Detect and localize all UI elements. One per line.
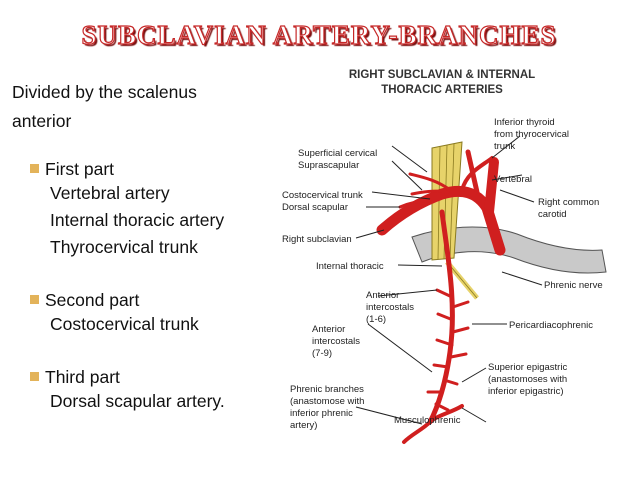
figure-title-line1: RIGHT SUBCLAVIAN & INTERNAL <box>349 69 535 81</box>
part-label: First part <box>45 159 115 179</box>
part-label: Second part <box>45 290 140 310</box>
part-label: Third part <box>45 367 120 387</box>
label-right-common-carotid: Right common <box>538 197 599 208</box>
svg-text:trunk: trunk <box>494 141 515 152</box>
svg-text:inferior epigastric): inferior epigastric) <box>488 386 564 397</box>
label-costocervical: Costocervical trunk <box>282 190 363 201</box>
label-superior-epigastric: Superior epigastric <box>488 362 567 373</box>
branch-item: Internal thoracic artery <box>50 210 225 230</box>
part-third: Third part Dorsal scapular artery. <box>30 366 225 415</box>
branch-item: Vertebral artery <box>50 183 170 203</box>
label-dorsal-scapular: Dorsal scapular <box>282 202 348 213</box>
svg-text:from thyrocervical: from thyrocervical <box>494 129 569 140</box>
label-suprascapular: Suprascapular <box>298 160 359 171</box>
label-phrenic-nerve: Phrenic nerve <box>544 280 603 291</box>
svg-text:(anastomoses with: (anastomoses with <box>488 374 567 385</box>
label-phrenic-branches: Phrenic branches <box>290 384 364 395</box>
bullet-icon <box>30 372 39 381</box>
label-superficial-cervical: Superficial cervical <box>298 148 377 159</box>
branch-item: Thyrocervical trunk <box>50 237 198 257</box>
superior-epigastric-artery <box>430 404 464 422</box>
svg-text:carotid: carotid <box>538 209 567 220</box>
branch-item: Dorsal scapular artery. <box>50 391 225 411</box>
label-internal-thoracic: Internal thoracic <box>316 261 384 272</box>
part-first: First part Vertebral artery Internal tho… <box>30 158 225 261</box>
musculophrenic-artery <box>402 420 432 444</box>
label-anterior-intercostals-7-9: Anterior <box>312 324 345 335</box>
svg-text:(7-9): (7-9) <box>312 348 332 359</box>
figure-title-line2: THORACIC ARTERIES <box>381 84 503 96</box>
thyrocervical-trunk <box>460 156 494 192</box>
svg-text:inferior phrenic: inferior phrenic <box>290 408 353 419</box>
bullet-icon <box>30 164 39 173</box>
artery-diagram: RIGHT SUBCLAVIAN & INTERNAL THORACIC ART… <box>272 62 638 479</box>
common-carotid-artery <box>484 157 499 217</box>
label-inferior-thyroid: Inferior thyroid <box>494 117 555 128</box>
rib-bone <box>411 226 607 274</box>
svg-text:(1-6): (1-6) <box>366 314 386 325</box>
svg-text:intercostals: intercostals <box>312 336 360 347</box>
label-vertebral: Vertebral <box>494 174 532 185</box>
part-second: Second part Costocervical trunk <box>30 289 225 338</box>
slide-title: SUBCLAVIAN ARTERY-BRANCHES <box>81 19 557 50</box>
leader-lines <box>355 135 543 425</box>
intro-text: Divided by the scalenus anterior <box>12 82 197 131</box>
subclavian-artery <box>376 185 506 256</box>
branch-item: Costocervical trunk <box>50 314 199 334</box>
label-right-subclavian: Right subclavian <box>282 234 352 245</box>
label-pericardiacophrenic: Pericardiacophrenic <box>509 320 593 331</box>
svg-text:intercostals: intercostals <box>366 302 414 313</box>
parts-list: First part Vertebral artery Internal tho… <box>30 158 225 443</box>
svg-text:artery): artery) <box>290 420 317 431</box>
anterior-intercostals <box>426 288 470 412</box>
bullet-icon <box>30 295 39 304</box>
svg-text:(anastomose with: (anastomose with <box>290 396 364 407</box>
label-anterior-intercostals-1-6: Anterior <box>366 290 399 301</box>
label-musculophrenic: Musculophrenic <box>394 415 461 426</box>
